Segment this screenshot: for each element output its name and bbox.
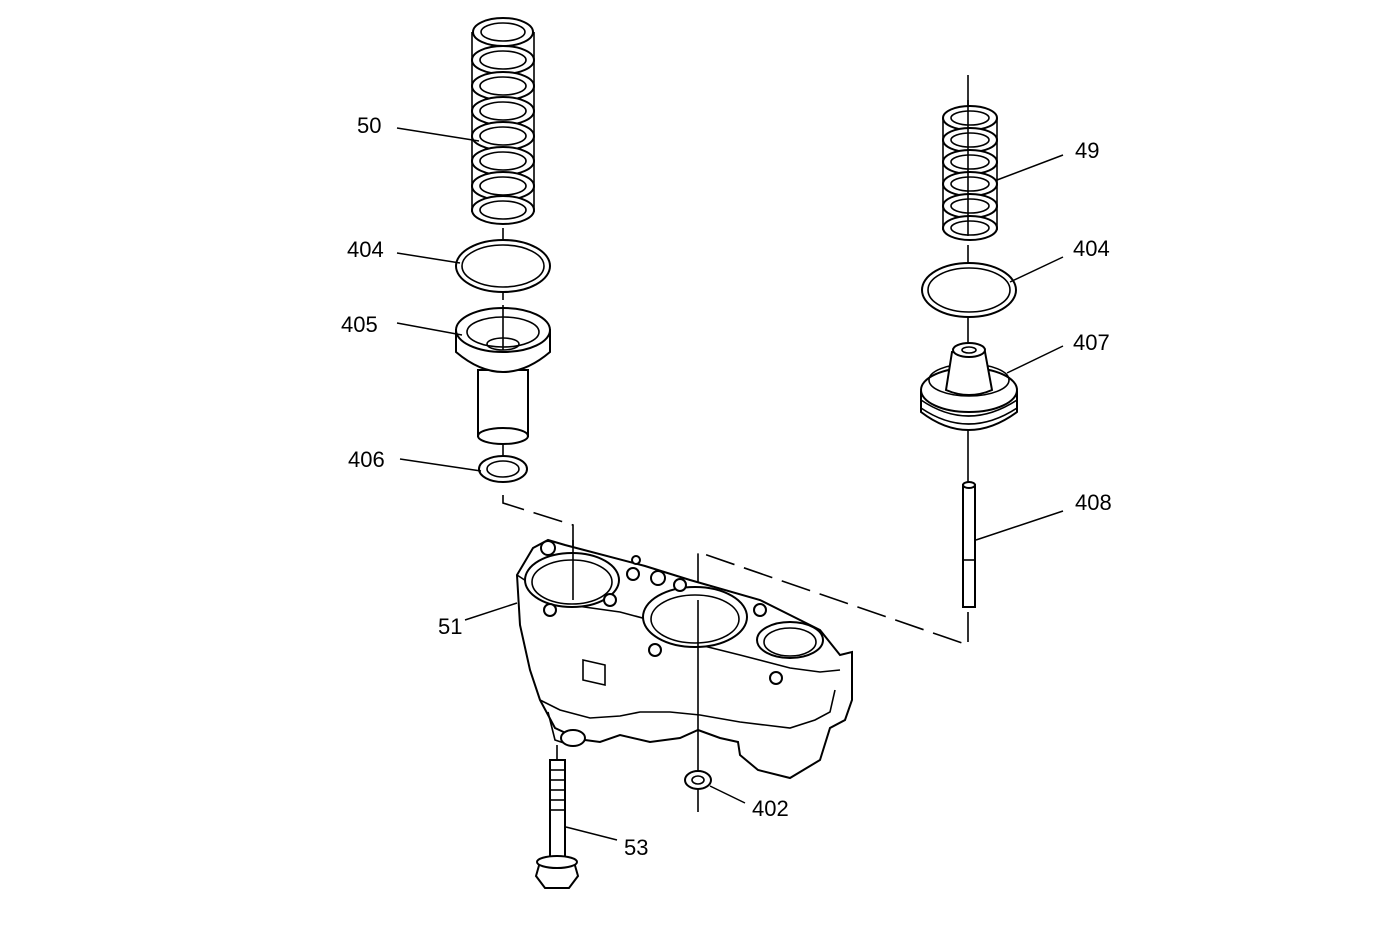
plug: [684, 770, 712, 790]
leader-407: [1006, 345, 1064, 374]
leader-50: [396, 127, 480, 142]
callout-407: 407: [1073, 330, 1110, 355]
bolt: [534, 745, 580, 889]
washer-left: [478, 445, 528, 483]
leader-405: [396, 322, 463, 336]
leader-406: [399, 458, 482, 472]
large-spring: [471, 17, 535, 225]
callout-50: 50: [357, 113, 381, 138]
oring-left: [455, 239, 551, 293]
leader-53: [565, 826, 618, 841]
alignment-line-left: [502, 495, 574, 600]
callout-51: 51: [438, 614, 462, 639]
valve-body-housing: [515, 538, 853, 812]
leader-49: [996, 154, 1064, 181]
callout-405: 405: [341, 312, 378, 337]
small-spring: [942, 100, 998, 241]
leader-408: [975, 510, 1064, 541]
callout-404-left: 404: [347, 237, 384, 262]
callout-49: 49: [1075, 138, 1099, 163]
callout-53: 53: [624, 835, 648, 860]
callout-402: 402: [752, 796, 789, 821]
piston-left: [455, 305, 551, 445]
leader-402: [709, 785, 746, 804]
pin: [962, 481, 976, 608]
leader-404-right: [1009, 256, 1064, 283]
callout-404-right: 404: [1073, 236, 1110, 261]
callout-408: 408: [1075, 490, 1112, 515]
alignment-line-right: [697, 550, 969, 647]
oring-right: [921, 262, 1017, 318]
leader-404-left: [396, 252, 461, 264]
callout-406: 406: [348, 447, 385, 472]
leader-51: [464, 602, 518, 621]
piston-right: [920, 342, 1018, 431]
